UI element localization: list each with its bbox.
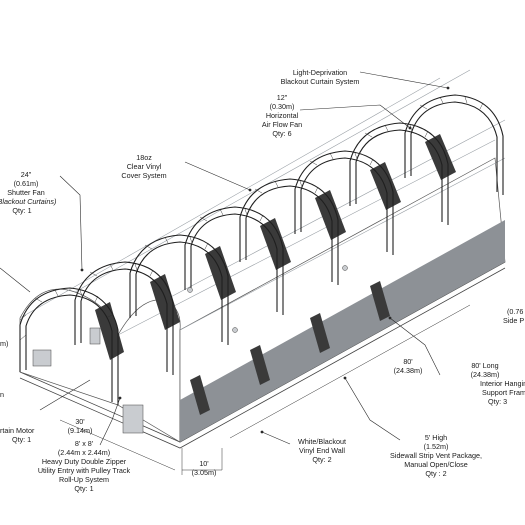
callout-blackout-curtain: Light-Deprivation Blackout Curtain Syste…	[281, 68, 360, 86]
vent-label-line4: Manual Open/Close	[404, 460, 468, 469]
shutter-label-line2: (0.61m)	[14, 179, 39, 188]
door-label-line3: Heavy Duty Double Zipper	[42, 457, 127, 466]
length-label-line1: 80'	[403, 357, 413, 366]
endwall-label-line2: Vinyl End Wall	[299, 446, 345, 455]
vent-label-line2: (1.52m)	[424, 442, 449, 451]
callout-width-dimension: 30' (9.14m)	[68, 417, 93, 435]
sidepanel-label-line1: (0.76	[507, 307, 523, 316]
cover-label-line2: Clear Vinyl	[127, 162, 162, 171]
curtain-motor-label-line2: Qty: 1	[12, 435, 31, 444]
airflow-label-line2: (0.30m)	[270, 102, 295, 111]
curtain-motor-label-line1: rtain Motor	[0, 426, 35, 435]
endwall-dim-label-line1: 10'	[199, 459, 209, 468]
truss-2	[74, 261, 174, 375]
left-edge-fragment-a: m)	[0, 339, 8, 348]
airflow-label-line1: 12"	[277, 93, 288, 102]
callout-hanging-framing: 80' Long (24.38m) Interior Hangin Suppor…	[471, 361, 525, 406]
air-flow-fan-1	[232, 327, 238, 333]
door-label-line1: 8' x 8'	[75, 439, 94, 448]
door-label-line4: Utility Entry with Pulley Track	[38, 466, 131, 475]
callout-left-edge: m) n	[0, 339, 8, 399]
truss-8	[404, 94, 504, 195]
truss-3	[129, 234, 229, 345]
leader-lines	[0, 71, 450, 446]
hanging-label-line4: Support Framin	[482, 388, 525, 397]
sidepanel-label-line2: Side P	[503, 316, 524, 325]
hanging-label-line2: (24.38m)	[471, 370, 500, 379]
callout-side-panel: (0.76 Side P	[503, 307, 524, 325]
door-panel	[122, 404, 144, 434]
truss-1	[19, 287, 119, 405]
shutter-label-line4: e Blackout Curtains)	[0, 197, 56, 206]
callout-end-wall-dimension: 10' (3.05m)	[192, 459, 217, 477]
truss-7	[349, 122, 449, 225]
air-flow-fan-3	[187, 287, 193, 293]
airflow-label-line4: Air Flow Fan	[262, 120, 302, 129]
callout-curtain-motor: rtain Motor Qty: 1	[0, 426, 35, 444]
width-label-line1: 30'	[75, 417, 85, 426]
vent-label-line1: 5' High	[425, 433, 447, 442]
blackout-label-line1: Light-Deprivation	[293, 68, 347, 77]
hanging-label-line3: Interior Hangin	[480, 379, 525, 388]
door-label-line6: Qty: 1	[74, 484, 93, 493]
blackout-label-line2: Blackout Curtain System	[281, 77, 360, 86]
end-wall-louver	[89, 327, 101, 345]
callout-door: 8' x 8' (2.44m x 2.44m) Heavy Duty Doubl…	[38, 439, 131, 493]
callout-air-flow-fan: 12" (0.30m) Horizontal Air Flow Fan Qty:…	[262, 93, 302, 138]
cover-label-line1: 18oz	[136, 153, 152, 162]
sidewall-strip-vent	[180, 220, 505, 442]
door-label-line5: Roll-Up System	[59, 475, 109, 484]
shutter-fan	[32, 349, 52, 367]
side-wall	[179, 157, 506, 443]
callout-shutter-fan: 24" (0.61m) Shutter Fan e Blackout Curta…	[0, 170, 56, 215]
left-edge-fragment-b: n	[0, 390, 4, 399]
truss-5	[239, 178, 339, 285]
shutter-label-line3: Shutter Fan	[7, 188, 45, 197]
end-wall-equipment	[32, 265, 348, 434]
callout-vinyl-cover: 18oz Clear Vinyl Cover System	[121, 153, 166, 180]
endwall-label-line3: Qty: 2	[312, 455, 331, 464]
hanging-label-line5: Qty: 3	[488, 397, 507, 406]
callout-sidewall-vent: 5' High (1.52m) Sidewall Strip Vent Pack…	[390, 433, 482, 478]
vent-label-line5: Qty : 2	[425, 469, 446, 478]
endwall-label-line1: White/Blackout	[298, 437, 346, 446]
cover-label-line3: Cover System	[121, 171, 166, 180]
endwall-dim-label-line2: (3.05m)	[192, 468, 217, 477]
truss-6	[294, 150, 394, 255]
length-label-line2: (24.38m)	[394, 366, 423, 375]
dimension-lines	[59, 304, 471, 475]
truss-arches	[19, 94, 504, 405]
shutter-label-line1: 24"	[21, 170, 32, 179]
width-label-line2: (9.14m)	[68, 426, 93, 435]
airflow-label-line5: Qty: 6	[272, 129, 291, 138]
airflow-label-line3: Horizontal	[266, 111, 299, 120]
callout-end-wall: White/Blackout Vinyl End Wall Qty: 2	[298, 437, 346, 464]
callout-length-dimension: 80' (24.38m)	[394, 357, 423, 375]
air-flow-fan-2	[342, 265, 348, 271]
shutter-label-line5: Qty: 1	[12, 206, 31, 215]
vent-label-line3: Sidewall Strip Vent Package,	[390, 451, 482, 460]
truss-4	[184, 206, 284, 315]
door-label-line2: (2.44m x 2.44m)	[58, 448, 110, 457]
hanging-label-line1: 80' Long	[471, 361, 498, 370]
